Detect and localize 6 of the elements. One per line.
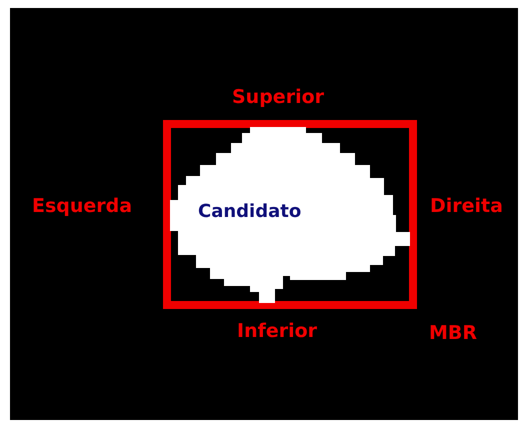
side-label: Superior bbox=[232, 88, 324, 107]
rectangle-label: MBR bbox=[429, 324, 478, 343]
side-label: Inferior bbox=[237, 322, 318, 341]
side-label: Esquerda bbox=[32, 197, 132, 216]
region-label: Candidato bbox=[198, 203, 302, 221]
side-label: Direita bbox=[430, 197, 503, 216]
